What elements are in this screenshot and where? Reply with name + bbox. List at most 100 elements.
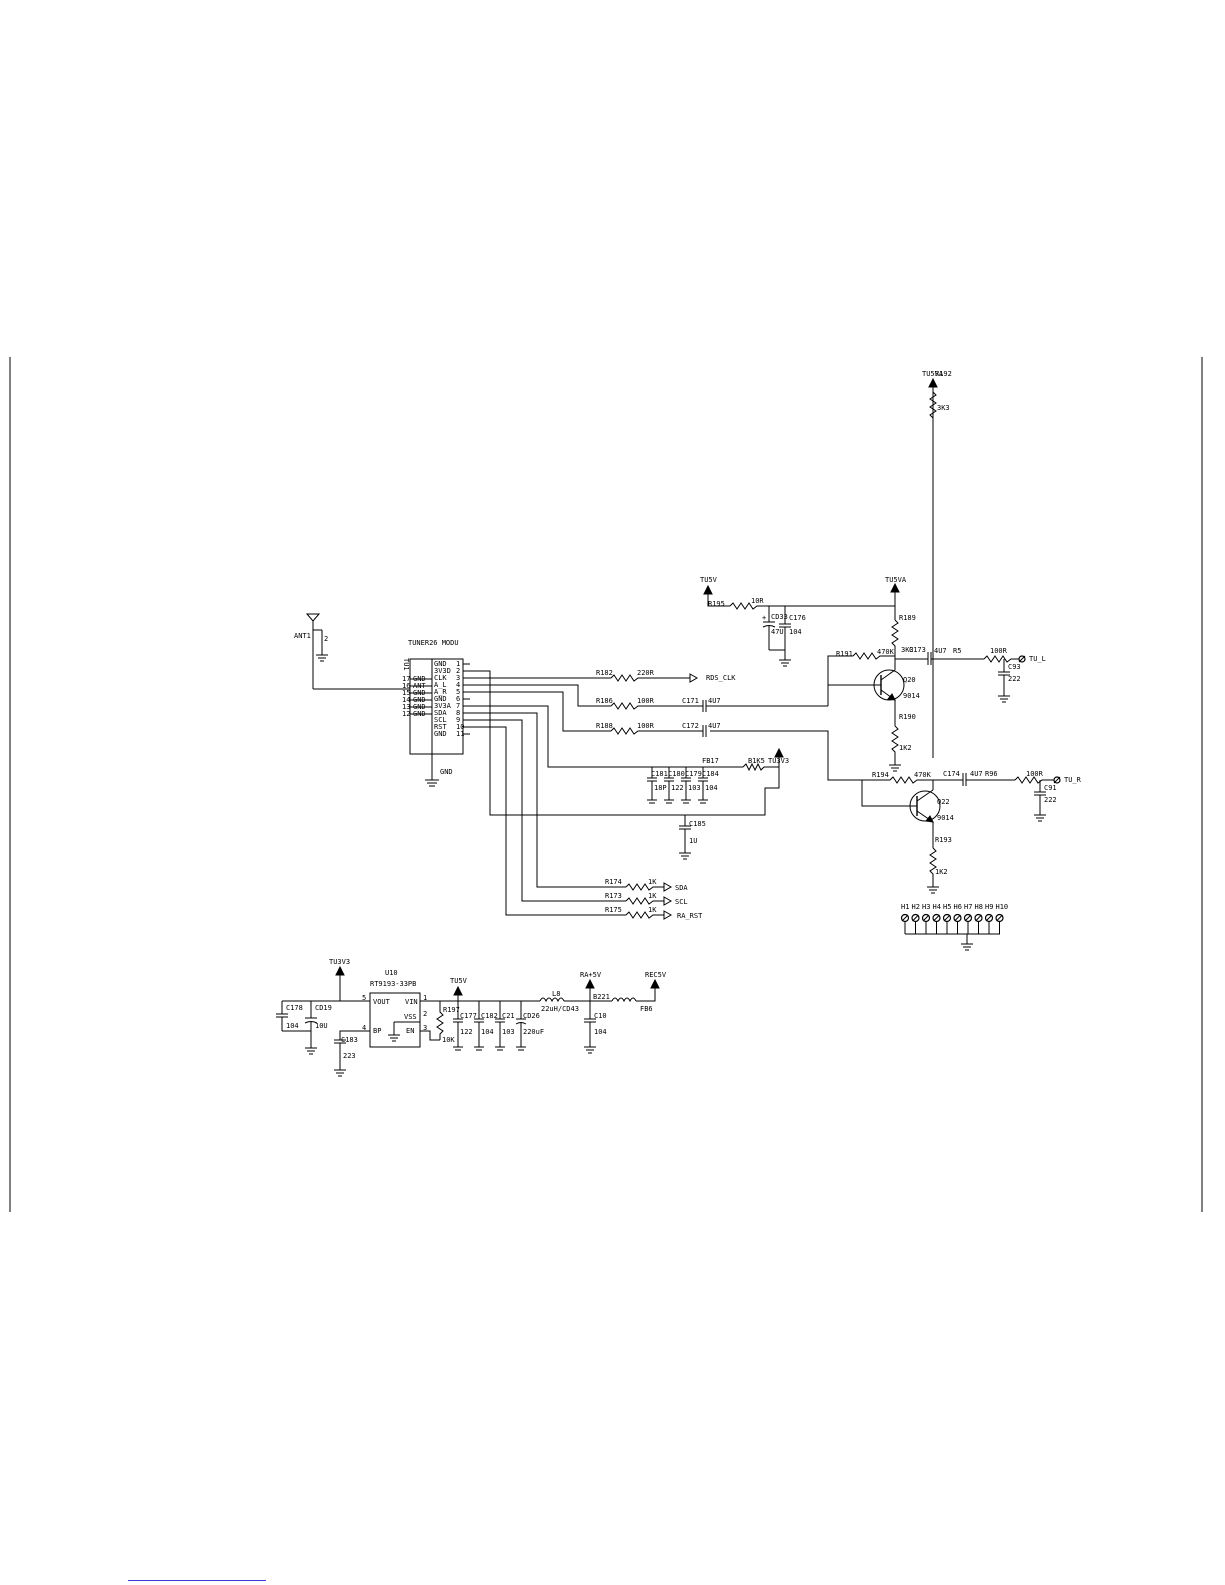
r195-val: 10R <box>751 597 764 605</box>
r193-val: 1K2 <box>935 868 948 876</box>
c181-capacitor: C181 18P <box>647 767 668 804</box>
c178-capacitor: C178 104 <box>276 1001 303 1031</box>
cd33-capacitor: CD33 47U + <box>762 606 788 650</box>
cd19-val: 10U <box>315 1022 328 1030</box>
c183-val: 223 <box>343 1052 356 1060</box>
tuner-pin-num: 1 <box>456 660 460 668</box>
tu3v3-supply-bottom: TU3V3 <box>329 958 350 1001</box>
tuner-pin-num: 11 <box>456 730 464 738</box>
c93-ref: C93 <box>1008 663 1021 671</box>
tuner-pin-num: 14 <box>402 696 410 704</box>
mounting-hole-h6: H6 <box>953 903 962 934</box>
c181-ref: C181 <box>651 770 668 778</box>
l8-val: 22uH/CD43 <box>541 1005 579 1013</box>
tuner-pin-name: GND <box>434 695 447 703</box>
r192-resistor: R192 3K3 <box>929 370 952 419</box>
c185-val: 1U <box>689 837 697 845</box>
r193-resistor: R193 1K2 <box>929 836 952 887</box>
mounting-hole-h2: H2 <box>911 903 920 934</box>
r195-ref: R195 <box>708 600 725 608</box>
tuner-module-tu1: TUNER26 MODU TU1 GND <box>402 639 464 787</box>
r191-val: 470K <box>877 648 895 656</box>
u10-pin4: 4 <box>362 1024 366 1032</box>
c177-ref: C177 <box>460 1012 477 1020</box>
c91-val: 222 <box>1044 796 1057 804</box>
r193-ref: R193 <box>935 836 952 844</box>
c181-val: 18P <box>654 784 667 792</box>
hole-label: H3 <box>922 903 930 911</box>
tuner-pin-num: 4 <box>456 681 460 689</box>
tu5va-label-mid: TU5VA <box>922 370 944 378</box>
r188-val: 100R <box>637 722 655 730</box>
ant1-pin: 2 <box>324 635 328 643</box>
tu-l-port: TU_L <box>1018 655 1046 663</box>
fb17-ref: FB17 <box>702 757 719 765</box>
u10-pin-bp: BP <box>373 1027 381 1035</box>
tuner-pin-name: CLK <box>434 674 447 682</box>
r96-val: 100R <box>1026 770 1044 778</box>
c179-val: 103 <box>688 784 701 792</box>
tuner-pin-num: 15 <box>402 689 410 697</box>
c176-capacitor: C176 104 <box>779 606 806 660</box>
r194-val: 470K <box>914 771 932 779</box>
cd33-val: 47U <box>771 628 784 636</box>
mounting-hole-h4: H4 <box>932 903 941 934</box>
tuner-pin-num: 2 <box>456 667 460 675</box>
gnd-cd19 <box>305 1047 317 1055</box>
mounting-hole-h7: H7 <box>963 903 972 934</box>
r174-val: 1K <box>648 878 657 886</box>
q20-ref: Q20 <box>903 676 916 684</box>
c21-ref: C21 <box>502 1012 515 1020</box>
tuner-part-label: TUNER26 MODU <box>408 639 459 647</box>
u10-pin1: 1 <box>423 994 427 1002</box>
tuner-pin-num: 10 <box>456 723 464 731</box>
r194-resistor: R194 470K <box>862 771 933 784</box>
mounting-hole-h5: H5 <box>942 903 951 934</box>
mounting-hole-h8: H8 <box>974 903 983 934</box>
ant1-ref: ANT1 <box>294 632 311 640</box>
c172-val: 4U7 <box>708 722 721 730</box>
tuner-ground-symbol <box>425 779 439 787</box>
u10-pin5: 5 <box>362 994 366 1002</box>
c173-val: 4U7 <box>934 647 947 655</box>
tuner-pin-name: A_R <box>434 688 447 696</box>
sheet-frame <box>9 357 1203 1212</box>
c182-ref: C182 <box>481 1012 498 1020</box>
tu-r-port: TU_R <box>1053 776 1082 784</box>
hole-label: H7 <box>964 903 972 911</box>
q22-ref: Q22 <box>937 798 950 806</box>
sda-label: SDA <box>675 884 688 892</box>
tuner-pin-num: 16 <box>402 682 410 690</box>
rds-clk-label: RDS_CLK <box>706 674 736 682</box>
r192-ref: R192 <box>935 370 952 378</box>
tu3v3-label-mid: TU3V3 <box>768 757 789 765</box>
hole-label: H10 <box>996 903 1009 911</box>
u10-regulator: U10 RT9193-33PB VOUT BP VIN VSS EN 5 4 1… <box>362 969 427 1048</box>
c177-val: 122 <box>460 1028 473 1036</box>
tuner-pin-name: GND <box>434 660 447 668</box>
u10-pin3: 3 <box>423 1024 427 1032</box>
r189-val: 3K3 <box>901 646 914 654</box>
r191-ref: R191 <box>836 650 853 658</box>
tuner-pin-name: 3V3D <box>434 667 451 675</box>
c177-capacitor: C177 122 <box>453 1001 477 1051</box>
tuner-pin-num: 13 <box>402 703 410 711</box>
c173-capacitor: C173 4U7 <box>909 646 947 665</box>
r190-resistor: R190 1K2 <box>891 713 916 765</box>
tuner-pin-num: 12 <box>402 710 410 718</box>
scl-label: SCL <box>675 898 688 906</box>
r175-val: 1K <box>648 906 657 914</box>
tuner-pin-num: 17 <box>402 675 410 683</box>
footer-link-underline <box>128 1580 266 1581</box>
tu5va-label-top: TU5VA <box>885 576 907 584</box>
hole-label: H8 <box>975 903 983 911</box>
r96-ref: R96 <box>985 770 998 778</box>
r182-val: 220R <box>637 669 655 677</box>
tuner-pin-num: 9 <box>456 716 460 724</box>
